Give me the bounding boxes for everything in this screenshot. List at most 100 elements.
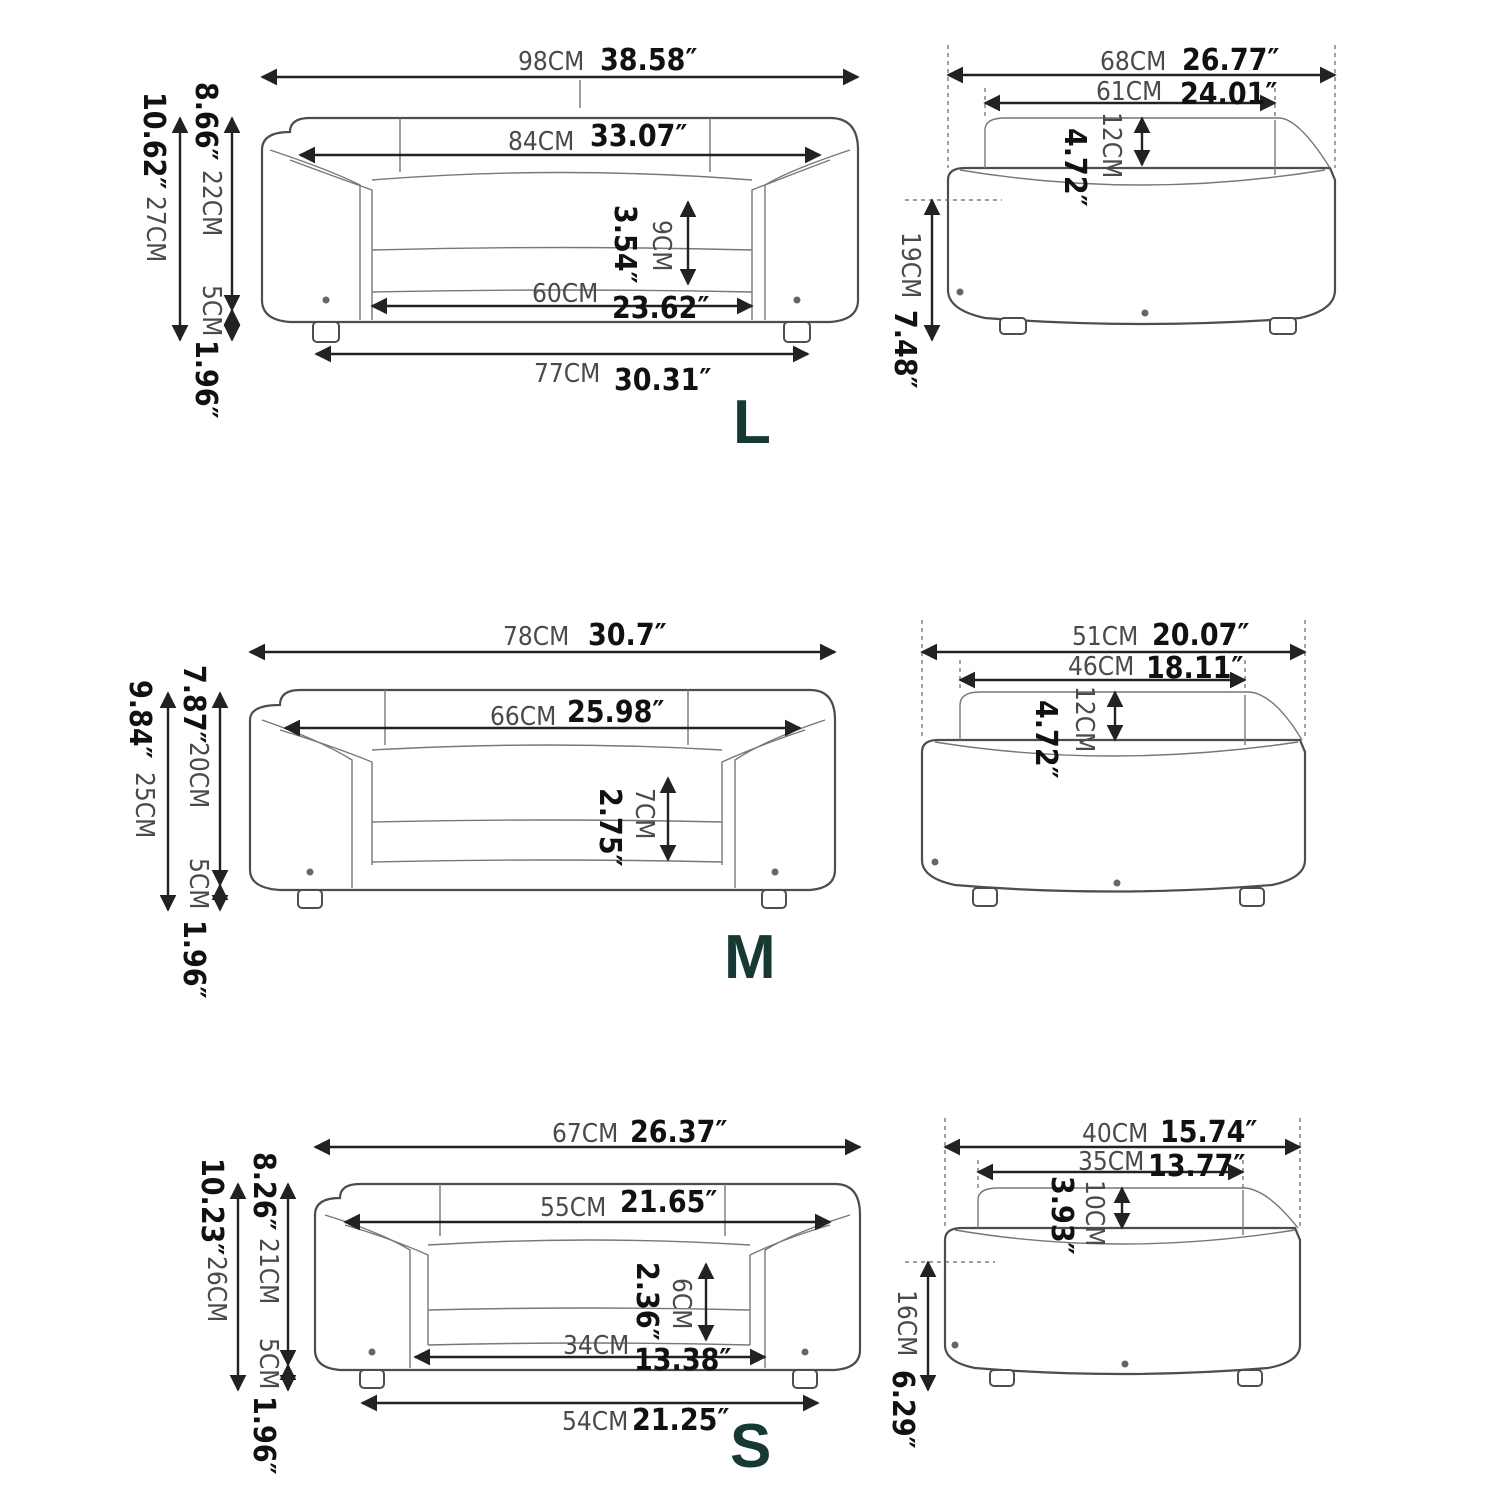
inner-width-cm-label: 66CM bbox=[490, 702, 556, 732]
side-rim bbox=[954, 1229, 1296, 1245]
size-m-group: 78CM 30.7″ 66CM 25.98″ 7CM 2.75″ 7.87″ 2… bbox=[122, 618, 1307, 999]
width-in-label: 30.7″ bbox=[588, 618, 667, 653]
back-height-cm-label: 12CM bbox=[1069, 686, 1099, 752]
right-leg bbox=[783, 321, 811, 343]
seat-width-in-label: 13.38″ bbox=[634, 1343, 731, 1378]
right-arm-edge bbox=[764, 1214, 851, 1368]
cushion-top-edge bbox=[371, 744, 723, 751]
cushion-height-cm-label: 7CM bbox=[629, 788, 659, 839]
right-leg bbox=[1239, 887, 1265, 907]
size-m-side-view: 51CM 20.07″ 46CM 18.11″ 12CM 4.72″ bbox=[920, 618, 1307, 907]
left-arm-inner bbox=[344, 1224, 429, 1345]
front-height-cm-label: 19CM bbox=[895, 232, 925, 298]
body-height-cm-label: 21CM bbox=[253, 1238, 283, 1304]
size-l-front-view: 98CM 38.58″ 84CM 33.07″ 9CM 3.54″ 60CM 2… bbox=[136, 43, 860, 419]
side-body-outline bbox=[946, 166, 1337, 326]
depth-cm-label: 68CM bbox=[1100, 47, 1166, 77]
side-rim bbox=[959, 169, 1326, 186]
depth-in-label: 15.74″ bbox=[1160, 1115, 1257, 1150]
size-s-front-view: 67CM 26.37″ 55CM 21.65″ 6CM 2.36″ 34CM 1… bbox=[194, 1115, 862, 1475]
side-body-outline bbox=[943, 1226, 1302, 1376]
sofa-body-outline bbox=[260, 116, 860, 324]
sofa-body-outline bbox=[248, 688, 837, 892]
right-arm-edge bbox=[734, 719, 826, 888]
inner-width-in-label: 33.07″ bbox=[590, 119, 687, 154]
rivet bbox=[951, 1341, 959, 1349]
rivet bbox=[931, 858, 939, 866]
inner-depth-cm-label: 61CM bbox=[1096, 77, 1162, 107]
size-label-l: L bbox=[733, 388, 771, 457]
side-back-outline bbox=[959, 691, 1303, 741]
size-label-m: M bbox=[724, 923, 776, 992]
size-s-group: 67CM 26.37″ 55CM 21.65″ 6CM 2.36″ 34CM 1… bbox=[194, 1115, 1302, 1481]
base-width-cm-label: 77CM bbox=[534, 359, 600, 389]
cushion-height-in-label: 2.36″ bbox=[629, 1262, 664, 1341]
seat-width-cm-label: 34CM bbox=[563, 1331, 629, 1361]
front-height-cm-label: 16CM bbox=[891, 1290, 921, 1356]
base-width-cm-label: 54CM bbox=[562, 1407, 628, 1437]
body-height-in-label: 7.87″ bbox=[176, 665, 211, 744]
left-leg bbox=[989, 1369, 1015, 1387]
side-rim bbox=[934, 741, 1299, 757]
width-cm-label: 98CM bbox=[518, 47, 584, 77]
leg-height-cm-label: 5CM bbox=[253, 1338, 283, 1389]
side-back-outline bbox=[977, 1187, 1299, 1229]
cushion-bottom-edge bbox=[371, 859, 723, 863]
cushion-height-in-label: 3.54″ bbox=[607, 205, 642, 284]
left-leg bbox=[312, 321, 340, 343]
total-height-in-label: 10.23″ bbox=[194, 1158, 229, 1255]
side-body-outline bbox=[920, 738, 1307, 893]
total-height-cm-label: 26CM bbox=[201, 1256, 231, 1322]
rivet bbox=[956, 288, 964, 296]
front-height-in-label: 7.48″ bbox=[887, 310, 922, 389]
rivet bbox=[1141, 309, 1149, 317]
body-height-cm-label: 22CM bbox=[196, 170, 226, 236]
back-height-in-label: 4.72″ bbox=[1057, 128, 1092, 207]
inner-depth-in-label: 18.11″ bbox=[1146, 651, 1243, 686]
body-height-in-label: 8.66″ bbox=[188, 82, 223, 161]
base-width-in-label: 30.31″ bbox=[614, 363, 711, 398]
left-arm-edge bbox=[261, 719, 353, 888]
rivet bbox=[771, 868, 779, 876]
width-cm-label: 67CM bbox=[552, 1119, 618, 1149]
cushion-height-in-label: 2.75″ bbox=[592, 788, 627, 867]
right-arm-inner bbox=[749, 1224, 831, 1345]
rivet bbox=[1121, 1360, 1129, 1368]
width-cm-label: 78CM bbox=[503, 622, 569, 652]
inner-width-in-label: 21.65″ bbox=[620, 1185, 717, 1220]
rivet bbox=[306, 868, 314, 876]
left-leg bbox=[359, 1369, 385, 1389]
cushion-top-edge bbox=[371, 171, 753, 181]
inner-depth-cm-label: 46CM bbox=[1068, 652, 1134, 682]
leg-height-cm-label: 5CM bbox=[183, 858, 213, 909]
leg-height-in-label: 1.96″ bbox=[176, 920, 211, 999]
inner-depth-in-label: 24.01″ bbox=[1180, 77, 1277, 112]
rivet bbox=[793, 296, 801, 304]
rivet bbox=[322, 296, 330, 304]
leg-height-in-label: 1.96″ bbox=[246, 1396, 281, 1475]
cushion-bottom-edge bbox=[427, 1342, 751, 1346]
inner-depth-cm-label: 35CM bbox=[1078, 1147, 1144, 1177]
total-height-in-label: 10.62″ bbox=[136, 92, 171, 189]
cushion-height-cm-label: 9CM bbox=[646, 220, 676, 271]
base-width-in-label: 21.25″ bbox=[632, 1403, 729, 1438]
left-arm-edge bbox=[269, 149, 361, 320]
total-height-cm-label: 27CM bbox=[140, 196, 170, 262]
size-l-group: 98CM 38.58″ 84CM 33.07″ 9CM 3.54″ 60CM 2… bbox=[136, 43, 1337, 457]
rivet bbox=[368, 1348, 376, 1356]
back-height-cm-label: 12CM bbox=[1096, 112, 1126, 178]
side-back-outline bbox=[984, 117, 1331, 169]
size-s-side-view: 40CM 15.74″ 35CM 13.77″ 10CM 3.93″ 16CM … bbox=[885, 1115, 1302, 1449]
size-label-s: S bbox=[730, 1412, 771, 1481]
inner-width-cm-label: 84CM bbox=[508, 127, 574, 157]
right-leg bbox=[761, 889, 787, 909]
sofa-body-outline bbox=[313, 1182, 862, 1372]
back-height-cm-label: 10CM bbox=[1079, 1180, 1109, 1246]
rivet bbox=[1113, 879, 1121, 887]
depth-cm-label: 51CM bbox=[1072, 622, 1138, 652]
right-arm-inner bbox=[751, 159, 831, 320]
depth-in-label: 26.77″ bbox=[1182, 43, 1279, 78]
body-height-cm-label: 20CM bbox=[183, 742, 213, 808]
leg-height-cm-label: 5CM bbox=[196, 285, 226, 336]
